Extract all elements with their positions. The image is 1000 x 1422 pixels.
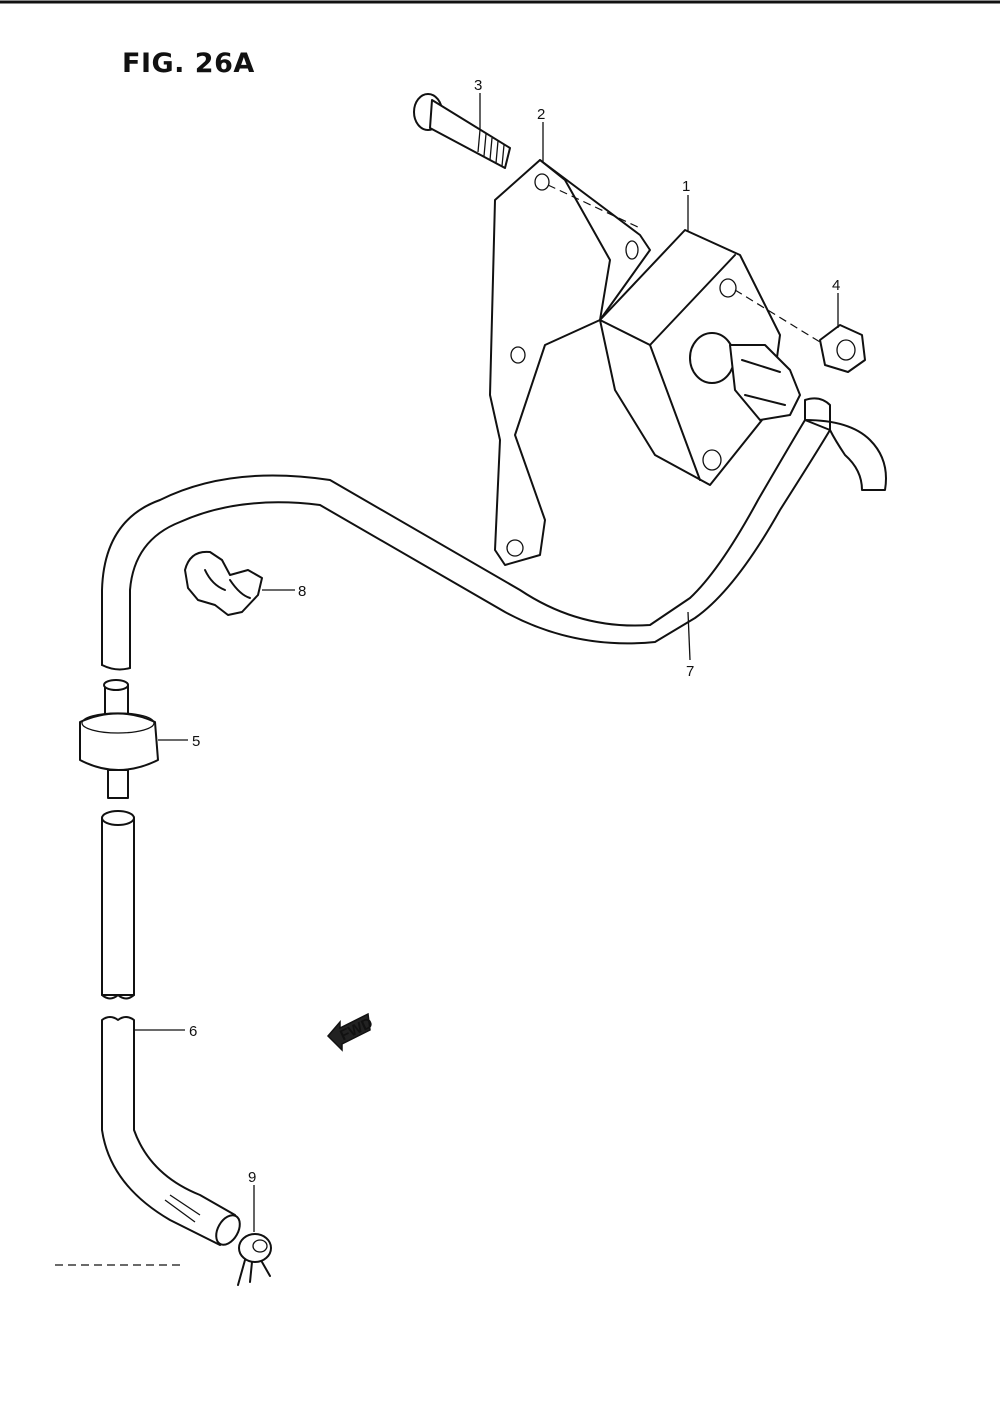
part-8-clamp xyxy=(184,550,263,616)
leader-lines xyxy=(134,93,839,1232)
callout-9: 9 xyxy=(248,1169,256,1186)
fwd-text: FWD xyxy=(337,1014,375,1044)
part-1-sensor-block xyxy=(599,229,801,486)
part-3-assembly-line xyxy=(547,184,641,229)
part-4-assembly-line xyxy=(734,289,821,343)
part-6-hose xyxy=(101,810,241,1246)
part-9-clip xyxy=(237,1233,272,1286)
callout-8: 8 xyxy=(298,583,306,600)
callout-1: 1 xyxy=(682,178,690,195)
part-7-hose xyxy=(101,397,887,671)
callout-2: 2 xyxy=(537,106,545,123)
part-4-nut xyxy=(819,324,866,373)
callout-4: 4 xyxy=(832,277,840,294)
fwd-direction-marker: FWD xyxy=(326,1012,376,1052)
callout-3: 3 xyxy=(474,77,482,94)
callout-5: 5 xyxy=(192,733,200,750)
part-3-bolt xyxy=(413,93,511,169)
part-5-valve xyxy=(79,679,159,799)
part-2-bracket xyxy=(489,159,651,566)
callout-7: 7 xyxy=(686,663,694,680)
callout-labels: 1 2 3 4 5 6 7 8 9 xyxy=(189,77,840,1186)
figure-title: FIG. 26A xyxy=(122,48,255,79)
callout-6: 6 xyxy=(189,1023,197,1040)
fwd-arrow-icon xyxy=(326,1012,371,1052)
